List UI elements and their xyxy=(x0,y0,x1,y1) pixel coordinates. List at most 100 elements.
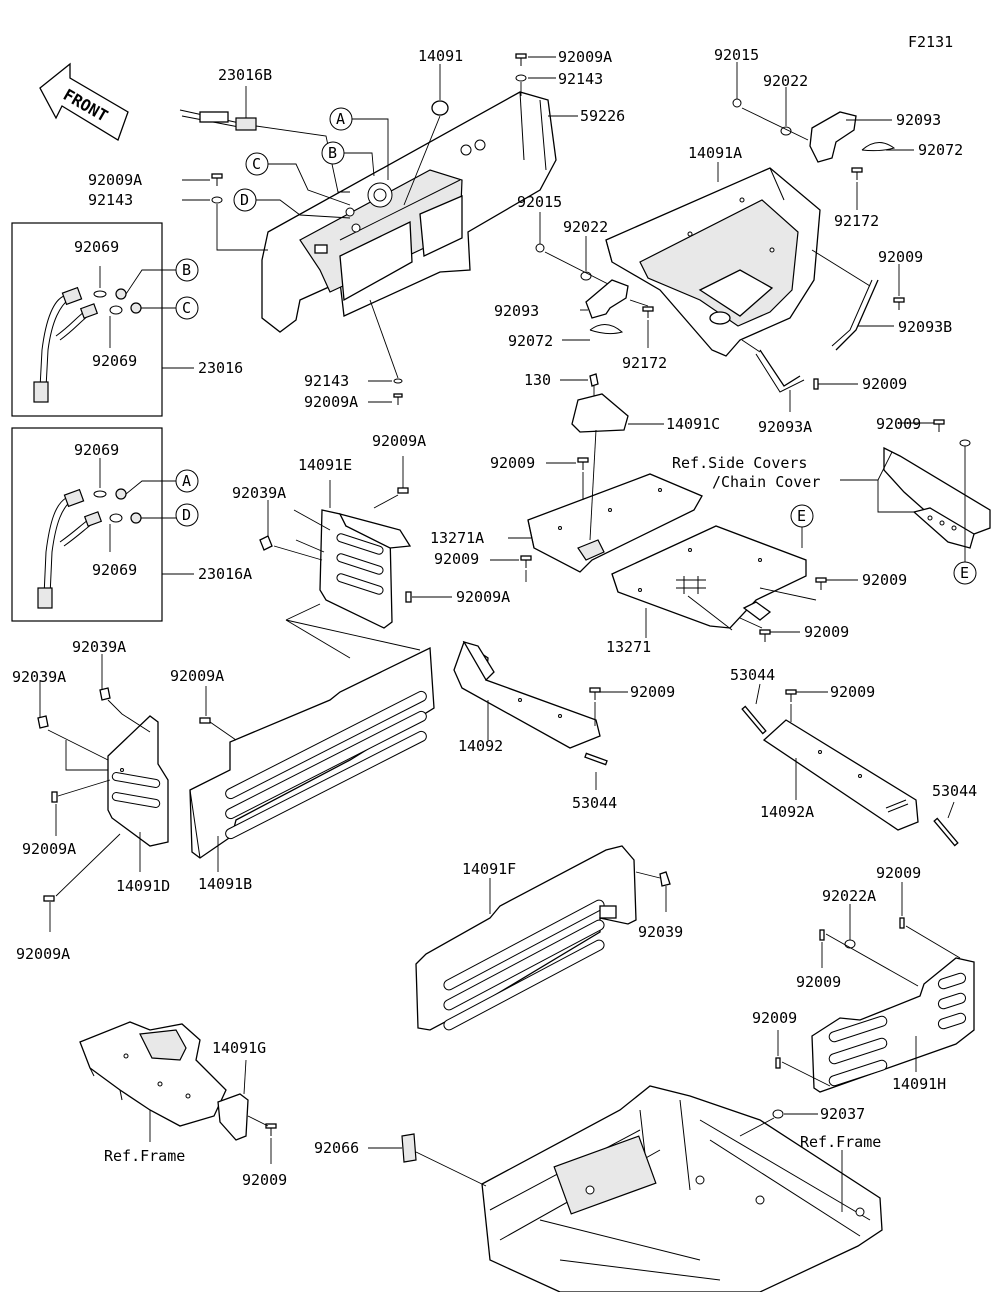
part-label-92039a-l2: 92039A xyxy=(12,668,66,686)
part-label-14091b: 14091B xyxy=(198,875,252,893)
part-label-14092: 14092 xyxy=(458,737,503,755)
cover-14091c-icon xyxy=(560,373,664,433)
panel-14091d-drawing xyxy=(37,654,169,932)
part-label-92009-h1: 92009 xyxy=(876,864,921,882)
callout-e-side: E xyxy=(960,564,969,582)
part-label-92009-c4: 92009 xyxy=(804,623,849,641)
part-label-92009a-top: 92009A xyxy=(558,48,612,66)
part-label-92009-d1: 92009 xyxy=(630,683,675,701)
part-label-92069-3: 92069 xyxy=(74,441,119,459)
ref-frame-left-label: Ref.Frame xyxy=(104,1147,185,1165)
part-label-92093-a: 92093 xyxy=(896,111,941,129)
part-label-92009-c1: 92009 xyxy=(490,454,535,472)
cap-14091-icon xyxy=(403,64,449,206)
part-label-92072-a: 92072 xyxy=(918,141,963,159)
part-label-92143-left1: 92143 xyxy=(88,191,133,209)
part-label-92009-h2: 92009 xyxy=(796,973,841,991)
part-label-92022-a: 92022 xyxy=(763,72,808,90)
part-label-92009a-l4: 92009A xyxy=(16,945,70,963)
part-label-92022-b: 92022 xyxy=(563,218,608,236)
part-label-92009a-left1: 92009A xyxy=(88,171,142,189)
part-label-92009-c3: 92009 xyxy=(862,571,907,589)
callout-a-top: A xyxy=(329,107,389,180)
part-label-92009a-e: 92009A xyxy=(372,432,426,450)
callout-b-top: B xyxy=(321,141,375,177)
part-label-53044-c: 53044 xyxy=(932,782,977,800)
part-label-92066: 92066 xyxy=(314,1139,359,1157)
part-label-92072-b: 92072 xyxy=(508,332,553,350)
part-label-23016: 23016 xyxy=(198,359,243,377)
part-label-13271: 13271 xyxy=(606,638,651,656)
part-label-92143-mid: 92143 xyxy=(304,372,349,390)
part-label-92015-b: 92015 xyxy=(517,193,562,211)
part-label-92037: 92037 xyxy=(820,1105,865,1123)
part-label-92009-side: 92009 xyxy=(876,415,921,433)
part-label-14091h: 14091H xyxy=(892,1075,946,1093)
harness-23016b-icon xyxy=(179,86,350,193)
part-label-59226: 59226 xyxy=(580,107,625,125)
part-label-92093-b: 92093 xyxy=(494,302,539,320)
bracket-92093-right-icon xyxy=(732,62,914,210)
part-label-92009-r1: 92009 xyxy=(878,248,923,266)
floor-13271a-drawing xyxy=(490,429,703,582)
svg-text:D: D xyxy=(240,191,249,209)
callout-d-box: D xyxy=(182,506,191,524)
part-label-92172-b: 92172 xyxy=(622,354,667,372)
part-label-92069-2: 92069 xyxy=(92,352,137,370)
panel-14091b-drawing xyxy=(189,619,435,872)
screw-92009a-top-icon xyxy=(515,53,556,96)
part-label-92009a-mid: 92009A xyxy=(304,393,358,411)
callout-b-box: B xyxy=(182,261,191,279)
frame-ref-bottom-drawing xyxy=(368,1085,883,1292)
part-label-92039: 92039 xyxy=(638,923,683,941)
part-label-92009a-e2: 92009A xyxy=(456,588,510,606)
screw-92009a-left-icon xyxy=(182,173,268,251)
part-label-23016a: 23016A xyxy=(198,565,252,583)
callout-c-top: C xyxy=(245,152,351,206)
part-label-14091g: 14091G xyxy=(212,1039,266,1057)
svg-text:C: C xyxy=(252,155,261,173)
part-label-14091a: 14091A xyxy=(688,144,742,162)
harness-box-23016: B C xyxy=(11,222,199,417)
part-label-53044-b: 53044 xyxy=(730,666,775,684)
part-label-92039a-e: 92039A xyxy=(232,484,286,502)
part-label-92009-d2: 92009 xyxy=(830,683,875,701)
floor-grate-icon xyxy=(676,576,706,594)
part-label-92015-a: 92015 xyxy=(714,46,759,64)
part-label-92009-c2: 92009 xyxy=(434,550,479,568)
part-label-92172-a: 92172 xyxy=(834,212,879,230)
floor-13271-drawing: E xyxy=(611,504,858,642)
part-label-14091d: 14091D xyxy=(116,877,170,895)
part-label-92009a-l3: 92009A xyxy=(22,840,76,858)
part-label-92009a-l2: 92009A xyxy=(170,667,224,685)
part-label-92009-r2: 92009 xyxy=(862,375,907,393)
part-label-92009-g: 92009 xyxy=(242,1171,287,1189)
ref-frame-right-label: Ref.Frame xyxy=(800,1133,881,1151)
front-arrow-icon: FRONT xyxy=(39,62,129,141)
callout-a-box: A xyxy=(182,472,191,490)
harness-box-23016a: A D xyxy=(11,427,199,622)
panel-14091f-drawing xyxy=(415,845,671,1031)
panel-14092a-drawing xyxy=(741,683,959,847)
callout-c-box: C xyxy=(182,299,191,317)
part-label-14091c: 14091C xyxy=(666,415,720,433)
svg-text:B: B xyxy=(328,144,337,162)
part-label-13271a: 13271A xyxy=(430,529,484,547)
svg-text:A: A xyxy=(336,110,345,128)
frame-ref-left-drawing xyxy=(79,1021,277,1164)
front-panel-59226-drawing xyxy=(261,91,578,333)
callout-e-floor: E xyxy=(797,507,806,525)
panel-14091e-drawing xyxy=(259,456,452,659)
part-label-130: 130 xyxy=(524,371,551,389)
ref-chain-cover-label: /Chain Cover xyxy=(712,473,820,491)
part-label-92009-h3: 92009 xyxy=(752,1009,797,1027)
bracket-92093a-icon xyxy=(741,339,858,412)
part-label-92069-1: 92069 xyxy=(74,238,119,256)
callout-d-top: D xyxy=(233,188,351,219)
figure-code: F2131 xyxy=(908,33,953,51)
panel-14091h-drawing xyxy=(775,882,975,1093)
part-label-92069-4: 92069 xyxy=(92,561,137,579)
part-label-53044-a: 53044 xyxy=(572,794,617,812)
rod-92093b-icon xyxy=(811,249,905,351)
